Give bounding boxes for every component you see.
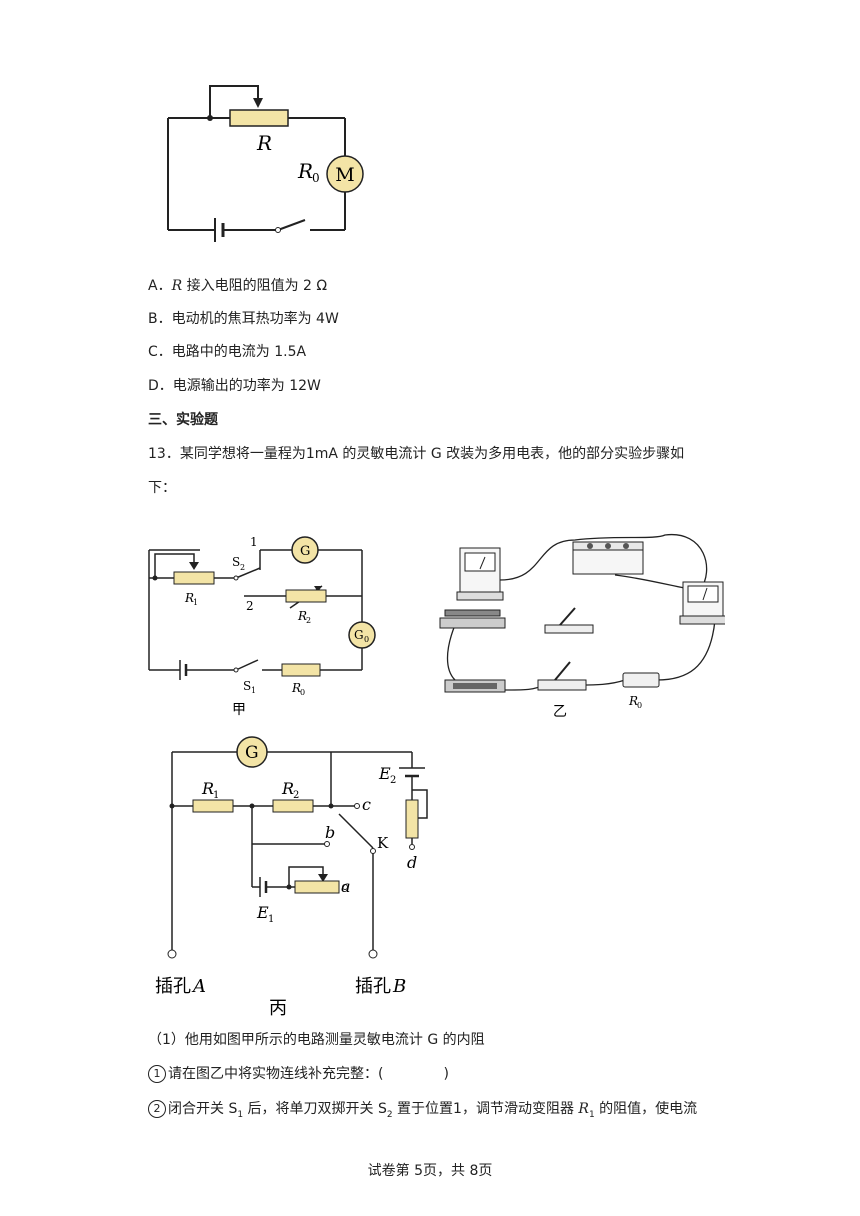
jia-g-label: G [300, 544, 310, 559]
step2-t1-sub: 1 [237, 1109, 244, 1120]
option-b-text: 电动机的焦耳热功率为 4W [171, 311, 339, 327]
figure-bing: G R 1 R 2 E 2 E 1 c b a d K 插孔 A 插孔 B 丙 [155, 736, 428, 1019]
option-c-text: 电路中的电流为 1.5A [171, 344, 307, 360]
figure-motor-circuit: M R R 0 [167, 85, 364, 242]
step1-close: ) [443, 1066, 449, 1082]
jia-r2-sub: 2 [306, 616, 311, 625]
jia-s1-label: S [243, 679, 251, 693]
jia-s2-label: S [232, 555, 240, 569]
bing-r1-sub: 1 [213, 790, 219, 801]
figure-yi: 乙 R 0 [439, 534, 725, 720]
yi-r0-label: R [628, 694, 638, 708]
jia-r2-label: R [297, 609, 307, 623]
bing-caption: 丙 [269, 998, 287, 1019]
bing-e2-label: E [378, 764, 391, 783]
option-c-letter: C． [148, 344, 172, 360]
figure-jia: G G 0 1 2 S 2 R 1 R 2 S 1 R 0 甲 [148, 535, 376, 718]
option-a-var: R [171, 278, 183, 294]
step2-t3: 置于位置1，调节滑动变阻器 [392, 1101, 579, 1117]
option-a-letter: A． [148, 278, 172, 294]
step1-text: 请在图乙中将实物连线补充完整：( [168, 1066, 384, 1082]
bing-r2-label: R [281, 779, 294, 798]
jia-pos1-label: 1 [250, 535, 258, 549]
step2-var: R [578, 1101, 589, 1117]
q13-line1: 13．某同学想将一量程为1mA 的灵敏电流计 G 改装为多用电表，他的部分实验步… [148, 446, 685, 462]
step1-number: 1 [148, 1065, 166, 1083]
q13-line2: 下： [148, 480, 176, 496]
option-c: C．电路中的电流为 1.5A [148, 343, 306, 361]
option-a: A．R 接入电阻的阻值为 2 Ω [148, 277, 327, 295]
option-a-text: 接入电阻的阻值为 2 Ω [182, 278, 328, 294]
step2-t2-sub: 2 [386, 1109, 393, 1120]
bing-r1-label: R [201, 779, 214, 798]
jia-r1-label: R [184, 591, 194, 605]
bing-jack-b-var: B [392, 976, 406, 997]
bing-e1-sub: 1 [268, 914, 274, 925]
step2-var-sub: 1 [588, 1109, 595, 1120]
motor-label: M [335, 164, 354, 186]
yi-caption: 乙 [553, 704, 567, 720]
bing-b-label: b [325, 823, 335, 842]
bing-c-label: c [362, 795, 371, 814]
jia-g0-label: G [354, 628, 364, 642]
jia-s1-sub: 1 [251, 686, 256, 695]
page-footer: 试卷第 5页，共 8页 [367, 1163, 493, 1179]
part1-text: （1）他用如图甲所示的电路测量灵敏电流计 G 的内阻 [148, 1032, 485, 1048]
jia-caption: 甲 [232, 702, 246, 718]
option-d-text: 电源输出的功率为 12W [172, 378, 321, 394]
option-b-letter: B． [148, 311, 172, 327]
jia-s2-sub: 2 [240, 563, 245, 572]
step2-t1: 闭合开关 S [168, 1101, 238, 1117]
jia-r1-sub: 1 [193, 598, 198, 607]
resistor-r0-label: R [297, 159, 313, 183]
bing-e1-label: E [256, 903, 269, 922]
step2-number: 2 [148, 1100, 166, 1118]
bing-jack-b-label: 插孔 [355, 976, 391, 997]
bing-d-label: d [407, 853, 417, 872]
bing-e2-sub: 2 [390, 775, 396, 786]
option-d: D．电源输出的功率为 12W [148, 377, 321, 395]
yi-r0-sub: 0 [637, 701, 642, 710]
bing-g-label: G [245, 743, 259, 763]
bing-jack-a-label: 插孔 [155, 976, 191, 997]
option-b: B．电动机的焦耳热功率为 4W [148, 310, 339, 328]
jia-g0-sub: 0 [364, 635, 369, 644]
jia-pos2-label: 2 [246, 599, 254, 613]
resistor-r0-sub: 0 [312, 171, 320, 185]
step2-t2: 后，将单刀双掷开关 S [243, 1101, 387, 1117]
resistor-r-label: R [256, 131, 272, 155]
option-d-letter: D． [148, 378, 173, 394]
jia-r0-label: R [291, 681, 301, 695]
bing-a-label: a [341, 877, 351, 896]
bing-r2-sub: 2 [293, 790, 299, 801]
bing-k-label: K [377, 834, 389, 852]
step2-t4: 的阻值，使电流 [594, 1101, 698, 1117]
jia-r0-sub: 0 [300, 688, 305, 697]
section-title: 三、实验题 [148, 412, 218, 428]
bing-jack-a-var: A [191, 976, 206, 997]
